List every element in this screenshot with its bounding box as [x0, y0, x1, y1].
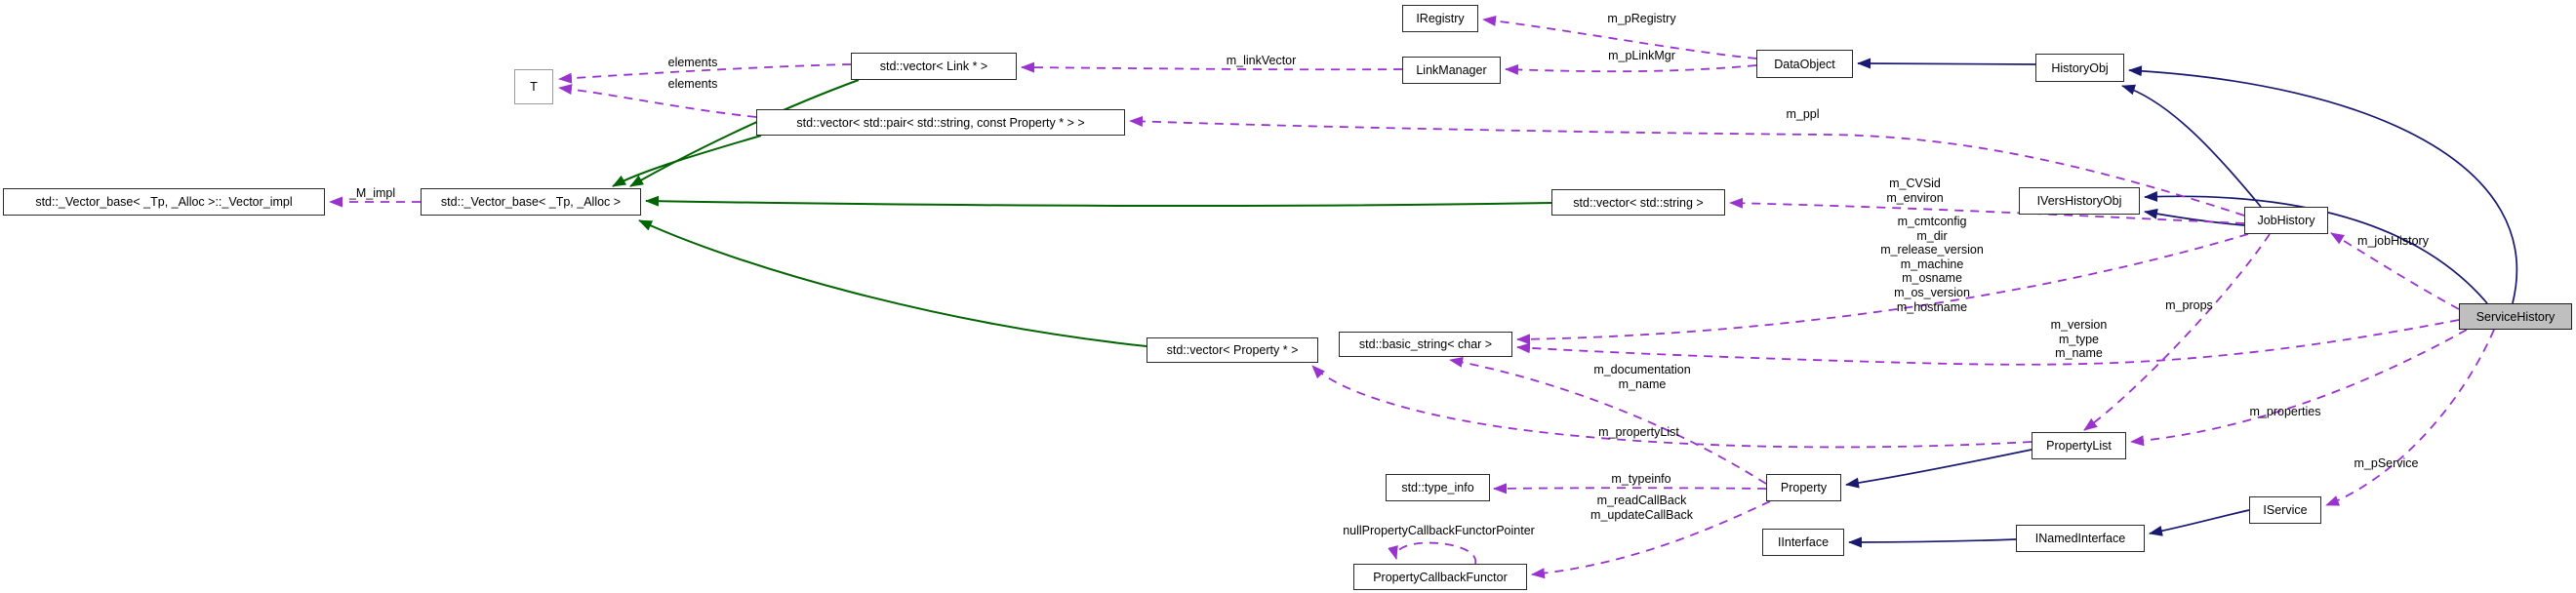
edge-usage-servicehistory-jobhistory [2330, 232, 2460, 310]
edge-inherit-servicehistory-ivershistoryobj [2144, 191, 2488, 304]
node-property[interactable]: Property [1766, 474, 1841, 501]
node-linkmanager[interactable]: LinkManager [1402, 57, 1501, 84]
edge-usage-propertylist-vector-property [1311, 365, 2033, 449]
node-vector-impl: std::_Vector_base< _Tp, _Alloc >::_Vecto… [3, 188, 325, 216]
node-ivershistoryobj[interactable]: IVersHistoryObj [2019, 187, 2140, 215]
node-propertylist[interactable]: PropertyList [2032, 432, 2126, 459]
edge-inherit-inamedinterface-iinterface [1848, 536, 2017, 548]
node-type-info: std::type_info [1386, 474, 1490, 501]
node-vector-string: std::vector< std::string > [1551, 189, 1725, 216]
edge-usage-property-type-info [1493, 483, 1767, 494]
edge-usage-linkmanager-vector-link [1021, 61, 1403, 73]
edge-usage-dataobject-iregistry [1482, 15, 1757, 59]
node-iregistry[interactable]: IRegistry [1402, 5, 1478, 32]
node-template-param-T: T [514, 69, 553, 104]
node-dataobject[interactable]: DataObject [1756, 50, 1853, 78]
node-servicehistory: ServiceHistory [2459, 303, 2572, 330]
edge-usage-servicehistory-basic-string [1516, 319, 2460, 366]
node-historyobj[interactable]: HistoryObj [2035, 54, 2124, 82]
node-vector-property: std::vector< Property * > [1147, 337, 1318, 363]
edge-usage-jobhistory-basic-string [1516, 233, 2249, 345]
node-iservice[interactable]: IService [2249, 496, 2321, 524]
edge-usage-property-callback-functor [1531, 500, 1771, 579]
edge-inherit-servicehistory-historyobj [2128, 65, 2518, 304]
edge-template-vector-link-base [629, 79, 860, 187]
edge-usage-pair-vector-elements [558, 84, 757, 118]
node-inamedinterface[interactable]: INamedInterface [2016, 525, 2145, 552]
edge-usage-servicehistory-iservice [2325, 329, 2495, 506]
edge-usage-servicehistory-propertylist [2130, 329, 2468, 447]
node-jobhistory[interactable]: JobHistory [2244, 207, 2328, 234]
node-basic-string: std::basic_string< char > [1339, 332, 1512, 357]
edge-inherit-historyobj-dataobject [1857, 58, 2036, 69]
edge-usage-jobhistory-propertylist-m-props [2083, 233, 2271, 431]
node-callback-functor[interactable]: PropertyCallbackFunctor [1353, 564, 1527, 590]
edge-usage-property-basic-string [1449, 356, 1767, 485]
edge-usage-jobhistory-pair-vector-m-ppl [1129, 115, 2245, 217]
edge-inherit-jobhistory-historyobj [2121, 84, 2262, 208]
edge-template-vector-property-base [638, 219, 1147, 347]
edge-inherit-iservice-inamedinterface [2149, 509, 2250, 536]
edge-usage-callback-functor-self-loop [1388, 541, 1476, 565]
edge-template-pair-vector-base [612, 135, 762, 187]
node-pair-vector: std::vector< std::pair< std::string, con… [756, 109, 1125, 136]
node-vector-link: std::vector< Link * > [851, 53, 1017, 80]
node-vector-base: std::_Vector_base< _Tp, _Alloc > [421, 188, 641, 216]
edge-inherit-jobhistory-ivershistoryobj [2144, 208, 2245, 226]
edge-usage-jobhistory-vector-string [1729, 197, 2245, 224]
edge-template-vector-string-base [645, 195, 1552, 208]
edge-usage-dataobject-linkmanager [1505, 63, 1757, 75]
edge-usage-vector-link-elements [558, 63, 852, 84]
node-iinterface[interactable]: IInterface [1762, 529, 1844, 556]
edge-inherit-propertylist-property [1845, 449, 2033, 489]
